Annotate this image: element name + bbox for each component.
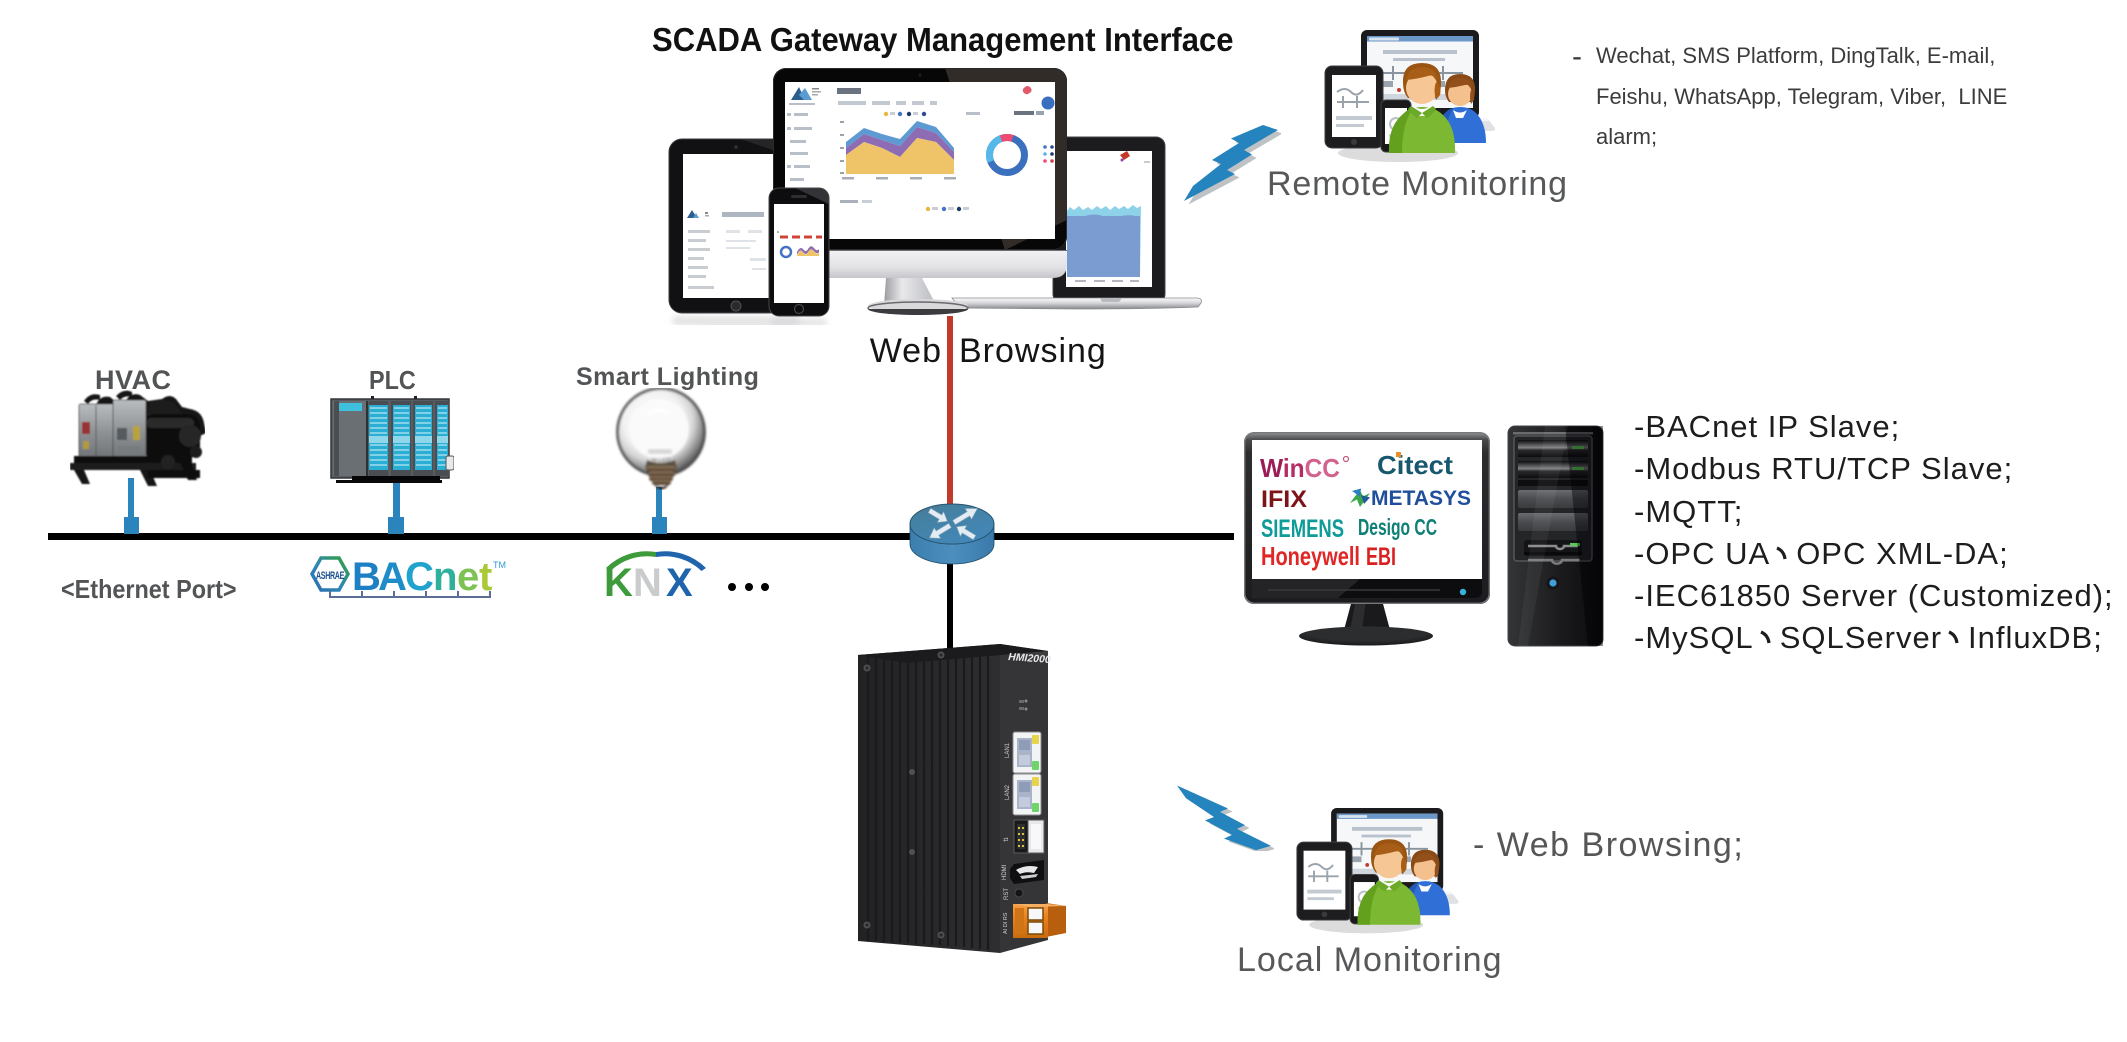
- svg-text:SIEMENS: SIEMENS: [1261, 515, 1344, 543]
- svg-text:Honeywell: Honeywell: [1261, 541, 1360, 571]
- svg-text:N: N: [633, 561, 662, 600]
- svg-text:⇅: ⇅: [1004, 837, 1010, 842]
- svg-text:WinCC: WinCC: [1260, 453, 1340, 483]
- svg-text:Desigo CC: Desigo CC: [1358, 514, 1437, 540]
- svg-text:METASYS: METASYS: [1371, 487, 1471, 510]
- svg-text:n: n: [433, 555, 457, 599]
- svg-text:M-LED: M-LED: [652, 458, 671, 464]
- svg-text:TM: TM: [493, 560, 506, 570]
- svg-text:RST: RST: [1004, 888, 1010, 900]
- svg-text:K: K: [604, 561, 633, 600]
- svg-text:e: e: [457, 555, 479, 599]
- svg-text:ASHRAE: ASHRAE: [316, 570, 344, 582]
- svg-text:B: B: [352, 555, 381, 599]
- svg-text:EBI: EBI: [1366, 543, 1396, 571]
- svg-text:HDMI: HDMI: [1002, 864, 1008, 880]
- svg-text:t: t: [479, 555, 492, 599]
- svg-text:AI DI RS: AI DI RS: [1003, 912, 1009, 934]
- svg-text:HMI2000: HMI2000: [1008, 651, 1051, 666]
- svg-text:Citect: Citect: [1377, 450, 1453, 480]
- svg-text:IFIX: IFIX: [1261, 486, 1307, 513]
- svg-text:LAN2: LAN2: [1005, 784, 1011, 800]
- svg-text:X: X: [666, 561, 693, 600]
- svg-text:A: A: [378, 555, 407, 599]
- svg-text:LAN1: LAN1: [1005, 742, 1011, 758]
- svg-text:C: C: [405, 555, 434, 599]
